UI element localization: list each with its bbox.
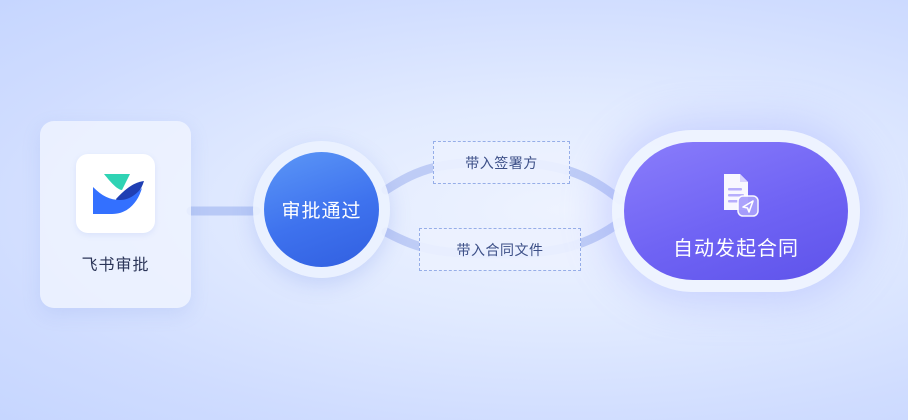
app-name: 飞书审批 [81, 255, 150, 274]
tag-contract-file: 带入合同文件 [419, 228, 581, 271]
contract-pill: 自动发起合同 [624, 142, 848, 280]
document-send-icon [716, 172, 760, 218]
tag-signers: 带入签署方 [433, 141, 570, 184]
feishu-approval-logo-icon [76, 154, 155, 233]
contract-node[interactable]: 自动发起合同 [612, 130, 860, 292]
approval-node: 审批通过 [253, 141, 390, 278]
approval-circle: 审批通过 [264, 152, 379, 267]
app-card[interactable]: 飞书审批 [40, 121, 191, 308]
contract-label: 自动发起合同 [673, 236, 799, 260]
approval-label: 审批通过 [281, 200, 362, 222]
